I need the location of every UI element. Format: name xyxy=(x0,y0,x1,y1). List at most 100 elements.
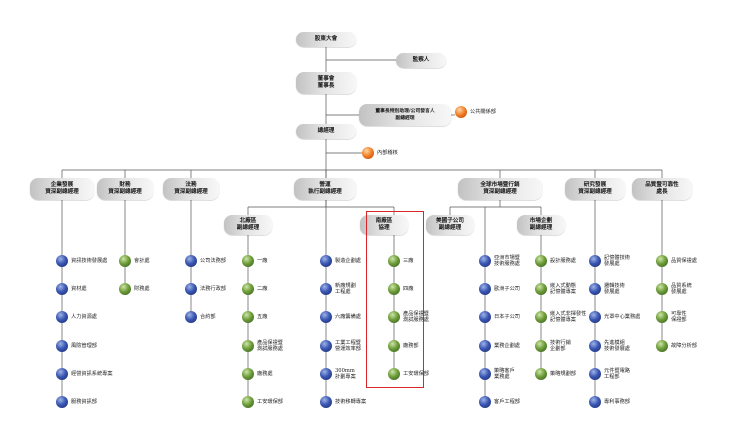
dept-label: 品質系統 發展處 xyxy=(671,282,692,295)
dept-label: 邏輯技術 發展處 xyxy=(604,282,625,295)
blue-dept-dot xyxy=(479,340,491,352)
blue-dept-dot xyxy=(589,340,601,352)
board-box: 董事會 董事長 xyxy=(296,72,356,94)
dept-label: 故障分析部 xyxy=(671,342,697,349)
green-dept-dot xyxy=(388,255,400,267)
dept-label: 先進模組 技術發展處 xyxy=(604,339,630,352)
dept-label: 嵌入式非揮發性 記憶體專案 xyxy=(550,310,587,323)
green-dept-dot xyxy=(535,340,547,352)
dept-label: 六廠籌備處 xyxy=(335,313,361,320)
blue-dept-dot xyxy=(56,283,68,295)
sub-unit-header: 南廠區 協理 xyxy=(360,215,408,235)
green-dept-dot xyxy=(535,283,547,295)
south-fab-highlight xyxy=(366,211,424,388)
green-dept-dot xyxy=(388,340,400,352)
blue-dept-dot xyxy=(479,311,491,323)
green-dept-dot xyxy=(656,283,668,295)
dept-label: 可靠性 保證部 xyxy=(671,310,687,323)
dept-label: 資訊技術發展處 xyxy=(71,257,108,264)
dept-label: 專利事務部 xyxy=(604,398,630,405)
shareholders-box: 股東大會 xyxy=(296,32,356,47)
dept-label: 品質保證處 xyxy=(671,257,697,264)
blue-dept-dot xyxy=(185,283,197,295)
vice-chairman-box: 董事長特別助理/公司發言人 副總經理 xyxy=(359,104,451,126)
dept-label: 光罩中心業務處 xyxy=(604,313,641,320)
dept-label: 元件暨電路 工程部 xyxy=(604,367,630,380)
dept-label: 經營資訊系統專案 xyxy=(71,370,113,377)
dept-label: 四廠 xyxy=(403,285,414,292)
dept-label: 日本子公司 xyxy=(494,313,520,320)
blue-dept-dot xyxy=(56,340,68,352)
dept-label: 廠務處 xyxy=(257,370,273,377)
blue-dept-dot xyxy=(479,396,491,408)
green-dept-dot xyxy=(656,340,668,352)
green-dept-dot xyxy=(242,311,254,323)
dept-label: 財務處 xyxy=(134,285,150,292)
blue-dept-dot xyxy=(320,283,332,295)
division-header: 法務 資深副總經理 xyxy=(163,178,219,200)
public-relations-dot xyxy=(455,106,467,118)
dept-label: 產品保證暨 測試服務處 xyxy=(403,310,429,323)
sub-unit-header: 市場企劃 副總經理 xyxy=(517,215,565,235)
dept-label: 設計服務處 xyxy=(550,257,576,264)
dept-label: 三廠 xyxy=(403,257,414,264)
dept-label: 記憶體技術 發展處 xyxy=(604,254,630,267)
dept-label: 產品保證暨 測試服務處 xyxy=(257,339,283,352)
green-dept-dot xyxy=(535,368,547,380)
blue-dept-dot xyxy=(479,283,491,295)
dept-label: 人力資源處 xyxy=(71,313,97,320)
dept-label: 新廠規劃 工程處 xyxy=(335,282,356,295)
audit-label: 內部稽核 xyxy=(377,150,398,156)
blue-dept-dot xyxy=(56,396,68,408)
dept-label: 資材處 xyxy=(71,285,87,292)
green-dept-dot xyxy=(388,283,400,295)
green-dept-dot xyxy=(656,311,668,323)
sub-unit-header: 北廠區 副總經理 xyxy=(224,215,272,235)
dept-label: 工安環保部 xyxy=(257,398,283,405)
blue-dept-dot xyxy=(320,368,332,380)
green-dept-dot xyxy=(388,311,400,323)
blue-dept-dot xyxy=(589,396,601,408)
dept-label: 300mm 計劃專案 xyxy=(335,367,356,380)
public-relations-label: 公共關係部 xyxy=(470,109,496,115)
green-dept-dot xyxy=(535,255,547,267)
division-header: 企業發展 資深副總經理 xyxy=(30,178,94,200)
supervisors-box: 監察人 xyxy=(396,53,446,68)
green-dept-dot xyxy=(242,283,254,295)
division-header: 營運 執行副總經理 xyxy=(294,178,356,200)
division-header: 全球市場暨行銷 資深副總經理 xyxy=(458,178,542,200)
blue-dept-dot xyxy=(589,255,601,267)
dept-label: 客戶工程部 xyxy=(494,398,520,405)
green-dept-dot xyxy=(119,283,131,295)
division-header: 品質暨可靠性 處長 xyxy=(632,178,692,200)
blue-dept-dot xyxy=(56,368,68,380)
dept-label: 會計處 xyxy=(134,257,150,264)
blue-dept-dot xyxy=(589,283,601,295)
dept-label: 策略規劃部 xyxy=(550,370,576,377)
green-dept-dot xyxy=(388,368,400,380)
dept-label: 一廠 xyxy=(257,257,268,264)
blue-dept-dot xyxy=(320,311,332,323)
dept-label: 五廠 xyxy=(257,313,268,320)
dept-label: 風險管理部 xyxy=(71,342,97,349)
green-dept-dot xyxy=(242,396,254,408)
dept-label: 技術移轉專案 xyxy=(335,398,367,405)
president-box: 總經理 xyxy=(296,124,356,139)
blue-dept-dot xyxy=(320,396,332,408)
blue-dept-dot xyxy=(185,311,197,323)
dept-label: 業務企劃處 xyxy=(494,342,520,349)
blue-dept-dot xyxy=(56,311,68,323)
blue-dept-dot xyxy=(479,255,491,267)
division-header: 研究發展 資深副總經理 xyxy=(565,178,625,200)
dept-label: 策略客戶 業務處 xyxy=(494,367,515,380)
blue-dept-dot xyxy=(589,368,601,380)
dept-label: 廠務部 xyxy=(403,342,419,349)
green-dept-dot xyxy=(119,255,131,267)
dept-label: 工業工程暨 營運效率部 xyxy=(335,339,361,352)
dept-label: 服務資訊部 xyxy=(71,398,97,405)
dept-label: 工安環保部 xyxy=(403,370,429,377)
green-dept-dot xyxy=(535,311,547,323)
division-header: 財務 資深副總經理 xyxy=(97,178,153,200)
dept-label: 技術行銷 企劃部 xyxy=(550,339,571,352)
